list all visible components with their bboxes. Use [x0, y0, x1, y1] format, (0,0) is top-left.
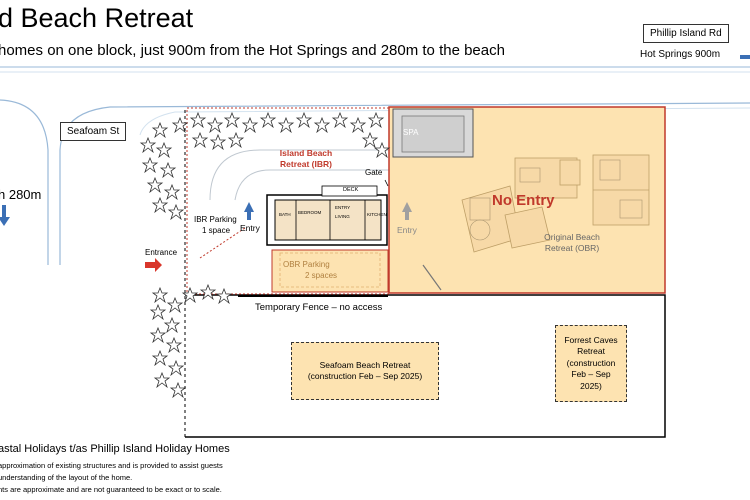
page-title: d Beach Retreat	[0, 3, 194, 33]
entrance-arrow	[145, 258, 162, 272]
entry-arrow-obr	[402, 202, 412, 220]
room-bedroom-label: BEDROOM	[298, 210, 322, 215]
seafoam-road-inner	[139, 107, 750, 136]
no-entry-label: No Entry	[492, 192, 555, 209]
room-living-label: LIVING	[335, 214, 350, 219]
phillip-island-rd-label: Phillip Island Rd	[643, 24, 729, 43]
room-kitchen-label: KITCHEN	[367, 212, 387, 217]
obr-parking-box	[271, 249, 389, 293]
seafoam-title: Seafoam Beach Retreat	[319, 359, 411, 370]
road-curve-left	[0, 99, 49, 265]
ibr-lot	[186, 107, 390, 295]
seafoam-road-edge	[59, 102, 750, 265]
seafoam-st-label: Seafoam St	[60, 122, 127, 141]
footer-company: astal Holidays t/as Phillip Island Holid…	[0, 443, 230, 455]
obr-title-label: Original Beach Retreat (OBR)	[544, 232, 600, 254]
ibr-parking-line	[199, 227, 246, 259]
ibr-deck	[321, 185, 378, 197]
trees	[139, 111, 391, 399]
entry-ibr-label: Entry	[240, 223, 260, 233]
entry-arrow-ibr	[244, 202, 254, 220]
ibr-parking-spaces: 1 space	[202, 226, 231, 235]
gate-label: Gate	[365, 168, 383, 177]
footer-disclaimer-1: approximation of existing structures and…	[0, 461, 223, 470]
driveway-outer	[209, 149, 392, 201]
obr-gate-line	[422, 264, 442, 291]
ibr-parking-label: IBR Parking	[194, 215, 237, 224]
hot-springs-label: Hot Springs 900m	[640, 49, 721, 60]
temporary-fence-label: Temporary Fence – no access	[255, 302, 383, 313]
footer-disclaimer-3: nts are approximate and are not guarante…	[0, 485, 222, 494]
beach-arrow	[0, 205, 10, 226]
entry-obr-label: Entry	[397, 225, 417, 235]
ibr-title-label: Island Beach Retreat (IBR)	[279, 148, 333, 169]
obr-parking-label: OBR Parking	[283, 260, 330, 269]
forrest-title: Forrest Caves Retreat	[564, 334, 618, 357]
obr-building	[461, 154, 650, 253]
driveway-inner	[234, 169, 392, 201]
entrance-label: Entrance	[145, 248, 178, 257]
room-bath-label: BATH	[279, 212, 291, 217]
spa-label: SPA	[403, 128, 419, 137]
forrest-dates: (construction Feb – Sep 2025)	[566, 357, 616, 391]
hot-springs-arrow	[740, 55, 750, 59]
page-subtitle: homes on one block, just 900m from the H…	[0, 42, 505, 59]
forrest-caves-construction-box: Forrest Caves Retreat (construction Feb …	[555, 325, 627, 402]
obr-parking-spaces: 2 spaces	[305, 271, 338, 280]
seafoam-construction-box: Seafoam Beach Retreat (construction Feb …	[291, 342, 439, 400]
deck-label: DECK	[343, 187, 359, 193]
lower-lot-boundary	[185, 294, 666, 438]
seafoam-dates: (construction Feb – Sep 2025)	[307, 371, 423, 381]
room-entry-label: ENTRY	[335, 205, 351, 210]
beach-distance-label: h 280m	[0, 187, 42, 202]
footer-disclaimer-2: understanding of the layout of the home.	[0, 473, 133, 482]
